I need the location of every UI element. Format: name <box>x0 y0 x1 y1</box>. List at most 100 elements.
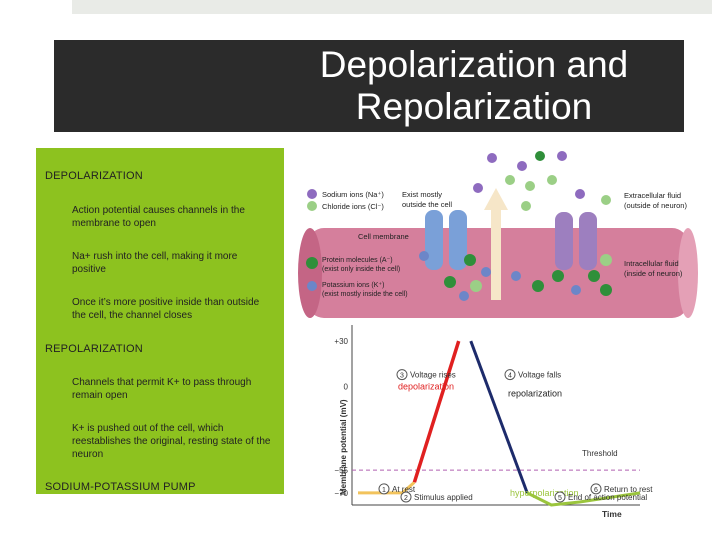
ion-dot <box>511 271 521 281</box>
ion-dot <box>601 195 611 205</box>
neuron-figure: Sodium ions (Na⁺) Chloride ions (Cl⁻) Ex… <box>290 150 700 535</box>
top-strip <box>72 0 712 14</box>
ion-dot <box>571 285 581 295</box>
step-number-5 <box>554 491 566 503</box>
legend-protein-sub: (exist only inside the cell) <box>322 266 400 273</box>
section-heading-pump: SODIUM-POTASSIUM PUMP <box>45 481 196 493</box>
step-annotation: End of action potential <box>568 493 647 502</box>
ion-dot <box>487 153 497 163</box>
bullet-depol-1: Action potential causes channels in the … <box>72 205 245 229</box>
chloride-ion-icon <box>307 201 317 211</box>
step-annotation: At rest <box>392 485 416 494</box>
step-number-3 <box>396 369 408 381</box>
ion-flow-arrow <box>484 188 508 300</box>
segment-repolarization <box>469 340 529 494</box>
hyperpolarization-label: hyperpolarization <box>510 488 579 498</box>
ion-dot <box>505 175 515 185</box>
y-axis-label: Membrane potential (mV) <box>339 399 348 495</box>
ion-dot <box>464 254 476 266</box>
ion-dot <box>525 181 535 191</box>
bullet-repol-1: Channels that permit K+ to pass through … <box>72 377 252 401</box>
ion-dot <box>600 284 612 296</box>
step-annotation: Voltage falls <box>518 371 561 380</box>
potassium-ion-icon <box>307 281 317 291</box>
ion-dot <box>481 267 491 277</box>
step-number-2 <box>400 491 412 503</box>
cell-membrane-label: Cell membrane <box>358 232 409 241</box>
exist-mostly-label: Exist mostly <box>402 190 442 199</box>
step-annotation: Return to rest <box>604 485 653 494</box>
ion-dot <box>557 151 567 161</box>
threshold-label: Threshold <box>582 449 618 458</box>
step-number-text: 1 <box>382 487 386 494</box>
k-channel-left <box>555 212 573 270</box>
ion-dot <box>600 254 612 266</box>
legend-protein-label: Protein molecules (A⁻) <box>322 257 393 264</box>
bullet-repol-2: K+ is pushed out of the cell, which rees… <box>72 423 271 460</box>
section-heading-depolarization: DEPOLARIZATION <box>45 170 143 182</box>
ion-dot <box>547 175 557 185</box>
y-tick-label: −70 <box>334 489 348 498</box>
ion-dot <box>532 280 544 292</box>
outside-cell-label: outside the cell <box>402 200 452 209</box>
segment-hyperpolarization <box>526 491 641 507</box>
step-annotation: Voltage rises <box>410 371 456 380</box>
step-number-text: 6 <box>594 487 598 494</box>
ion-dot <box>588 270 600 282</box>
legend-potassium-label: Potassium ions (K⁺) <box>322 282 384 289</box>
legend-sodium: Sodium ions (Na⁺) <box>307 189 384 199</box>
segment-depolarization <box>412 340 461 483</box>
membrane-end-left <box>298 228 322 318</box>
step-number-text: 5 <box>558 495 562 502</box>
membrane-end-right <box>678 228 698 318</box>
x-axis-label: Time <box>602 509 622 519</box>
ion-dot <box>575 189 585 199</box>
intracellular-label-1: Intracellular fluid <box>624 259 679 268</box>
legend-potassium-sub: (exist mostly inside the cell) <box>322 291 408 298</box>
na-channel-left <box>425 210 443 270</box>
legend-chloride: Chloride ions (Cl⁻) <box>307 201 384 211</box>
repolarization-label: repolarization <box>508 389 562 399</box>
membrane-diagram: Sodium ions (Na⁺) Chloride ions (Cl⁻) Ex… <box>298 151 698 519</box>
bullet-depol-2: Na+ rush into the cell, making it more p… <box>72 251 238 275</box>
scattered-ions <box>419 151 612 301</box>
step-number-text: 3 <box>400 373 404 380</box>
step-number-text: 4 <box>508 373 512 380</box>
step-number-1 <box>378 483 390 495</box>
ion-dot <box>459 291 469 301</box>
step-number-text: 2 <box>404 495 408 502</box>
slide-title: Depolarization and Repolarization <box>264 44 684 128</box>
sodium-ion-icon <box>307 189 317 199</box>
na-channel-right <box>449 210 467 270</box>
legend-chloride-label: Chloride ions (Cl⁻) <box>322 202 384 211</box>
step-annotation: Stimulus applied <box>414 493 473 502</box>
legend-sodium-label: Sodium ions (Na⁺) <box>322 190 384 199</box>
legend-protein: Protein molecules (A⁻) (exist only insid… <box>306 257 400 273</box>
segment-resting <box>358 481 416 495</box>
ion-dot <box>521 201 531 211</box>
extracellular-label-1: Extracellular fluid <box>624 191 681 200</box>
ion-dot <box>552 270 564 282</box>
bullet-depol-3: Once it’s more positive inside than outs… <box>72 297 260 321</box>
title-bar: Depolarization and Repolarization <box>54 40 684 132</box>
y-tick-label: +30 <box>334 337 348 346</box>
protein-molecule-icon <box>306 257 318 269</box>
ion-dot <box>535 151 545 161</box>
ion-dot <box>419 251 429 261</box>
notes-panel: DEPOLARIZATION Action potential causes c… <box>36 148 284 494</box>
ion-dot <box>444 276 456 288</box>
ion-dot <box>470 280 482 292</box>
step-number-6 <box>590 483 602 495</box>
step-number-4 <box>504 369 516 381</box>
title-line-1: Depolarization and <box>319 44 629 85</box>
depolarization-label: depolarization <box>398 382 454 392</box>
intracellular-label-2: (inside of neuron) <box>624 269 683 278</box>
section-heading-repolarization: REPOLARIZATION <box>45 343 143 355</box>
ion-dot <box>473 183 483 193</box>
y-tick-label: −55 <box>334 466 348 475</box>
ion-dot <box>517 161 527 171</box>
title-line-2: Repolarization <box>355 86 593 127</box>
legend-potassium: Potassium ions (K⁺) (exist mostly inside… <box>307 281 408 298</box>
k-channel-right <box>579 212 597 270</box>
